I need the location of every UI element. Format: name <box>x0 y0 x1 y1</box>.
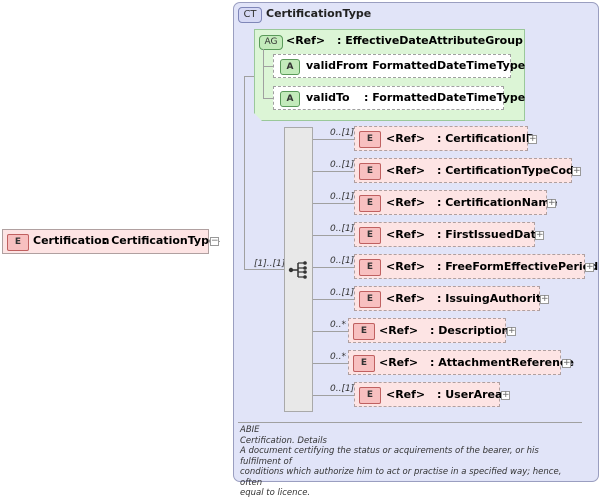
doc-line-definition-3: equal to licence. <box>240 488 311 498</box>
attribute-valid-to[interactable] <box>273 86 504 110</box>
element-name: : CertificationName <box>437 196 558 209</box>
element-cardinality: 0..[1] <box>330 384 355 394</box>
expand-toggle[interactable]: + <box>540 294 549 304</box>
element-name: : FirstIssuedDate <box>437 228 544 241</box>
expand-toggle[interactable]: + <box>572 166 581 176</box>
element-ref: <Ref> <box>386 132 426 145</box>
element-badge: E <box>359 259 381 276</box>
element-box[interactable] <box>354 158 572 183</box>
element-connector <box>313 171 354 172</box>
element-name: : UserArea <box>437 388 503 401</box>
element-ref: <Ref> <box>386 388 426 401</box>
doc-line-den: Certification. Details <box>240 435 327 446</box>
element-name: : Description <box>430 324 510 337</box>
attribute-badge: A <box>280 91 300 107</box>
element-cardinality: 0..[1] <box>330 256 355 266</box>
element-connector <box>313 203 354 204</box>
element-cardinality: 0..* <box>330 320 346 330</box>
root-element-type: : CertificationType <box>103 234 217 247</box>
documentation: ABIE Certification. Details A document c… <box>240 425 580 499</box>
expand-toggle[interactable]: + <box>547 198 556 208</box>
element-box[interactable] <box>354 190 547 215</box>
documentation-divider <box>238 422 582 423</box>
element-connector <box>313 235 354 236</box>
attribute-group-name: : EffectiveDateAttributeGroup <box>337 34 523 47</box>
element-cardinality: 0..[1] <box>330 160 355 170</box>
element-badge: E <box>359 131 381 148</box>
element-cardinality: 0..[1] <box>330 288 355 298</box>
root-element-name: Certification <box>33 234 110 247</box>
element-cardinality: 0..[1] <box>330 128 355 138</box>
expand-toggle[interactable]: + <box>528 134 537 144</box>
ct-connector <box>244 76 254 77</box>
attribute-type: : FormattedDateTimeType <box>364 91 526 104</box>
expand-toggle[interactable]: + <box>562 358 571 368</box>
complex-type-title: CertificationType <box>266 7 372 20</box>
element-connector <box>313 331 348 332</box>
element-ref: <Ref> <box>386 292 426 305</box>
element-badge: E <box>353 355 375 372</box>
element-cardinality: 0..[1] <box>330 192 355 202</box>
element-name: : CertificationID <box>437 132 535 145</box>
attribute-badge: A <box>280 59 300 75</box>
ct-connector <box>244 76 245 270</box>
attribute-group-ref: <Ref> <box>286 34 326 47</box>
attribute-connector <box>263 98 273 99</box>
element-ref: <Ref> <box>386 164 426 177</box>
attribute-connector <box>263 49 264 99</box>
element-name: : IssuingAuthority <box>437 292 549 305</box>
element-ref: <Ref> <box>379 324 419 337</box>
element-box[interactable] <box>348 350 561 375</box>
element-box[interactable] <box>354 222 535 247</box>
element-cardinality: 0..* <box>330 352 346 362</box>
element-connector <box>313 299 354 300</box>
element-box[interactable] <box>354 286 540 311</box>
attribute-type: : FormattedDateTimeType <box>364 59 526 72</box>
element-badge: E <box>353 323 375 340</box>
expand-toggle[interactable]: + <box>501 390 510 400</box>
doc-line-abie: ABIE <box>240 425 260 435</box>
expand-toggle[interactable]: + <box>507 326 516 336</box>
root-element-badge: E <box>7 234 29 251</box>
sequence-icon <box>288 261 307 279</box>
attribute-name: validTo <box>306 91 350 104</box>
element-connector <box>313 139 354 140</box>
collapse-toggle[interactable]: − <box>210 236 219 246</box>
attribute-valid-from[interactable] <box>273 54 511 78</box>
expand-toggle[interactable]: + <box>535 230 544 240</box>
element-box[interactable] <box>354 254 585 279</box>
element-ref: <Ref> <box>386 196 426 209</box>
element-connector <box>313 363 348 364</box>
element-ref: <Ref> <box>386 228 426 241</box>
element-ref: <Ref> <box>386 260 426 273</box>
element-box[interactable] <box>354 126 528 151</box>
element-badge: E <box>359 387 381 404</box>
root-element-certification[interactable] <box>2 229 209 254</box>
element-badge: E <box>359 163 381 180</box>
element-connector <box>313 395 354 396</box>
doc-line-definition-1: A document certifying the status or acqu… <box>240 446 539 467</box>
doc-line-definition-2: conditions which authorize him to act or… <box>240 467 562 488</box>
element-badge: E <box>359 195 381 212</box>
sequence-cardinality: [1]..[1] <box>254 259 286 269</box>
expand-toggle[interactable]: + <box>585 262 594 272</box>
complex-type-badge: CT <box>238 7 262 23</box>
attribute-connector <box>263 66 273 67</box>
element-connector <box>313 267 354 268</box>
element-ref: <Ref> <box>379 356 419 369</box>
element-badge: E <box>359 227 381 244</box>
element-cardinality: 0..[1] <box>330 224 355 234</box>
attribute-name: validFrom <box>306 59 368 72</box>
attribute-group-badge: AG <box>259 35 283 50</box>
sequence-connector <box>244 269 284 270</box>
element-name: : FreeFormEffectivePeriod <box>437 260 599 273</box>
element-name: : AttachmentReference <box>430 356 574 369</box>
element-badge: E <box>359 291 381 308</box>
element-name: : CertificationTypeCode <box>437 164 582 177</box>
